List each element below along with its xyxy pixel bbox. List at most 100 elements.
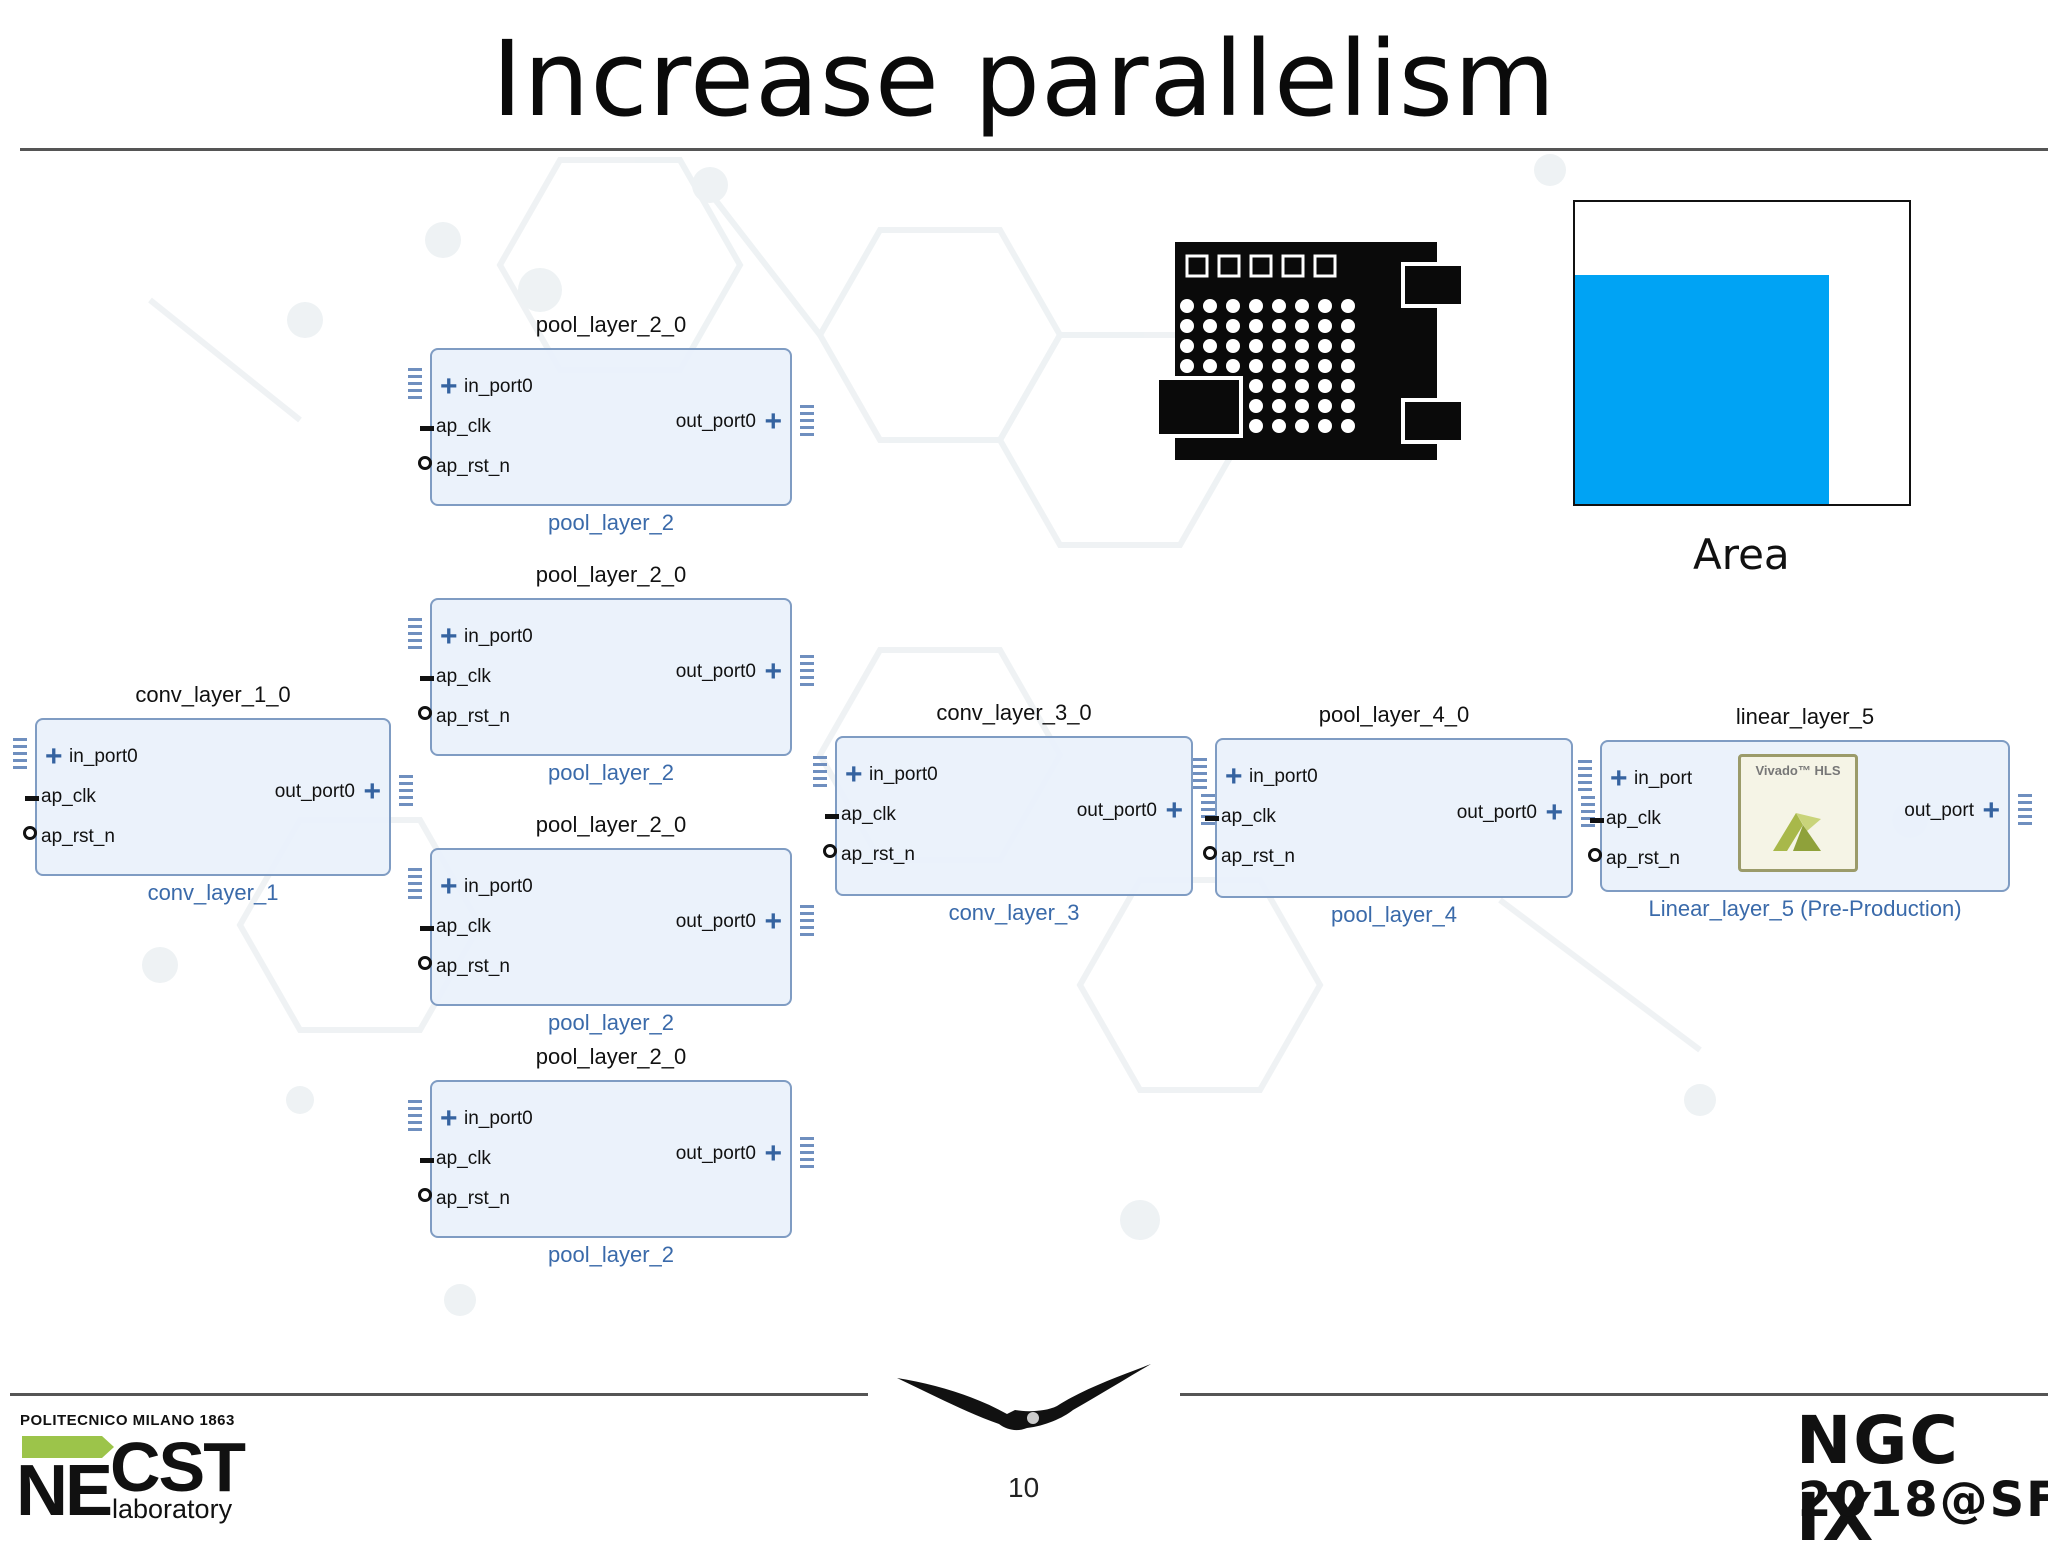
page-number: 10 — [1008, 1472, 1040, 1503]
board-pin-dot — [1341, 299, 1355, 313]
in-port-plus-icon[interactable]: + — [440, 1102, 458, 1135]
in-port-label: in_port — [1634, 768, 1693, 789]
input-bus-icon — [813, 756, 827, 788]
in-port-label: in_port0 — [69, 746, 138, 767]
board-pin-dot — [1226, 319, 1240, 333]
necst-ne-text: NE — [16, 1451, 113, 1531]
out-port-plus-icon[interactable]: + — [1545, 796, 1563, 829]
area-frame — [1573, 200, 1911, 506]
in-port-plus-icon[interactable]: + — [1610, 762, 1628, 795]
out-port-label: out_port0 — [1456, 802, 1537, 823]
in-port-plus-icon[interactable]: + — [440, 370, 458, 403]
board-pin-dot — [1295, 359, 1309, 373]
slide-title: Increase parallelism — [491, 18, 1557, 140]
in-port-plus-icon[interactable]: + — [1225, 760, 1243, 793]
in-port-plus-icon[interactable]: + — [845, 758, 863, 791]
necst-laboratory-text: laboratory — [112, 1494, 233, 1524]
in-port-label: in_port0 — [464, 376, 533, 397]
block-module-name: Linear_layer_5 (Pre-Production) — [1648, 896, 1962, 921]
block-module-name: pool_layer_4 — [1331, 902, 1457, 927]
board-pin-dot — [1249, 399, 1263, 413]
out-port-plus-icon[interactable]: + — [764, 905, 782, 938]
board-pin-dot — [1272, 319, 1286, 333]
block-body[interactable]: + in_port0 ap_clk ap_rst_n out_port0 + — [408, 348, 814, 506]
out-port-plus-icon[interactable]: + — [764, 655, 782, 688]
ap-clk-label: ap_clk — [841, 804, 896, 825]
board-pin-dot — [1295, 419, 1309, 433]
fpga-board-icon — [1155, 242, 1465, 460]
in-port-label: in_port0 — [869, 764, 938, 785]
block-module-name: conv_layer_3 — [948, 900, 1080, 925]
board-pin-dot — [1318, 379, 1332, 393]
board-pin-dot — [1226, 339, 1240, 353]
reset-pin-icon — [418, 1188, 432, 1202]
board-pin-dot — [1272, 339, 1286, 353]
block-body[interactable]: + in_port ap_clk ap_rst_n out_port + Vivado™ H… — [1578, 740, 2032, 892]
necst-cst-text: CST — [110, 1428, 246, 1506]
board-pin-dot — [1249, 299, 1263, 313]
block-instance-name: pool_layer_2_0 — [535, 812, 687, 837]
out-port-plus-icon[interactable]: + — [1165, 794, 1183, 827]
out-port-label: out_port0 — [675, 661, 756, 682]
board-pin-dot — [1318, 299, 1332, 313]
input-bus-icon — [408, 618, 422, 650]
board-pin-dot — [1226, 359, 1240, 373]
out-port-label: out_port — [1904, 800, 1974, 821]
in-port-plus-icon[interactable]: + — [440, 620, 458, 653]
block-instance-name: linear_layer_5 — [1735, 704, 1875, 729]
block-instance-name: pool_layer_2_0 — [535, 1044, 687, 1069]
footer-rule-left — [10, 1393, 868, 1396]
ap-clk-label: ap_clk — [1606, 808, 1661, 829]
area-label: Area — [1693, 530, 1790, 579]
in-port-plus-icon[interactable]: + — [440, 870, 458, 903]
board-pin-dot — [1203, 339, 1217, 353]
ap-rst-n-label: ap_rst_n — [436, 1188, 510, 1209]
ap-rst-n-label: ap_rst_n — [1606, 848, 1680, 869]
output-bus-icon — [2018, 794, 2032, 826]
input-bus-icon — [408, 868, 422, 900]
reset-pin-icon — [1203, 846, 1217, 860]
out-port-label: out_port0 — [274, 781, 355, 802]
vivado-hls-logo: Vivado™ HLS — [1738, 754, 1858, 872]
out-port-plus-icon[interactable]: + — [363, 775, 381, 808]
clock-pin-icon — [1205, 816, 1219, 821]
condor-bird-icon — [897, 1364, 1151, 1431]
board-pin-dot — [1341, 359, 1355, 373]
board-pin-dot — [1203, 359, 1217, 373]
reset-pin-icon — [1588, 848, 1602, 862]
ap-rst-n-label: ap_rst_n — [841, 844, 915, 865]
board-pin-dot — [1180, 299, 1194, 313]
block-instance-name: conv_layer_3_0 — [936, 700, 1092, 725]
title-underline — [20, 148, 2048, 151]
in-port-plus-icon[interactable]: + — [45, 740, 63, 773]
ip-block[interactable]: linear_layer_5 + in_port ap_clk ap_rst_n out_… — [1578, 700, 2032, 932]
board-pin-dot — [1249, 319, 1263, 333]
necst-green-arrow — [22, 1436, 114, 1458]
clock-pin-icon — [25, 796, 39, 801]
ap-rst-n-label: ap_rst_n — [436, 456, 510, 477]
board-pin-dot — [1341, 339, 1355, 353]
board-pin-dot — [1180, 319, 1194, 333]
out-port-label: out_port0 — [675, 411, 756, 432]
input-bus-icon — [408, 368, 422, 400]
out-port-plus-icon[interactable]: + — [764, 1137, 782, 1170]
clock-pin-icon — [420, 1158, 434, 1163]
ap-clk-label: ap_clk — [436, 416, 491, 437]
out-port-plus-icon[interactable]: + — [1982, 794, 2000, 827]
board-pin-dot — [1272, 359, 1286, 373]
out-port-plus-icon[interactable]: + — [764, 405, 782, 438]
reset-pin-icon — [23, 826, 37, 840]
